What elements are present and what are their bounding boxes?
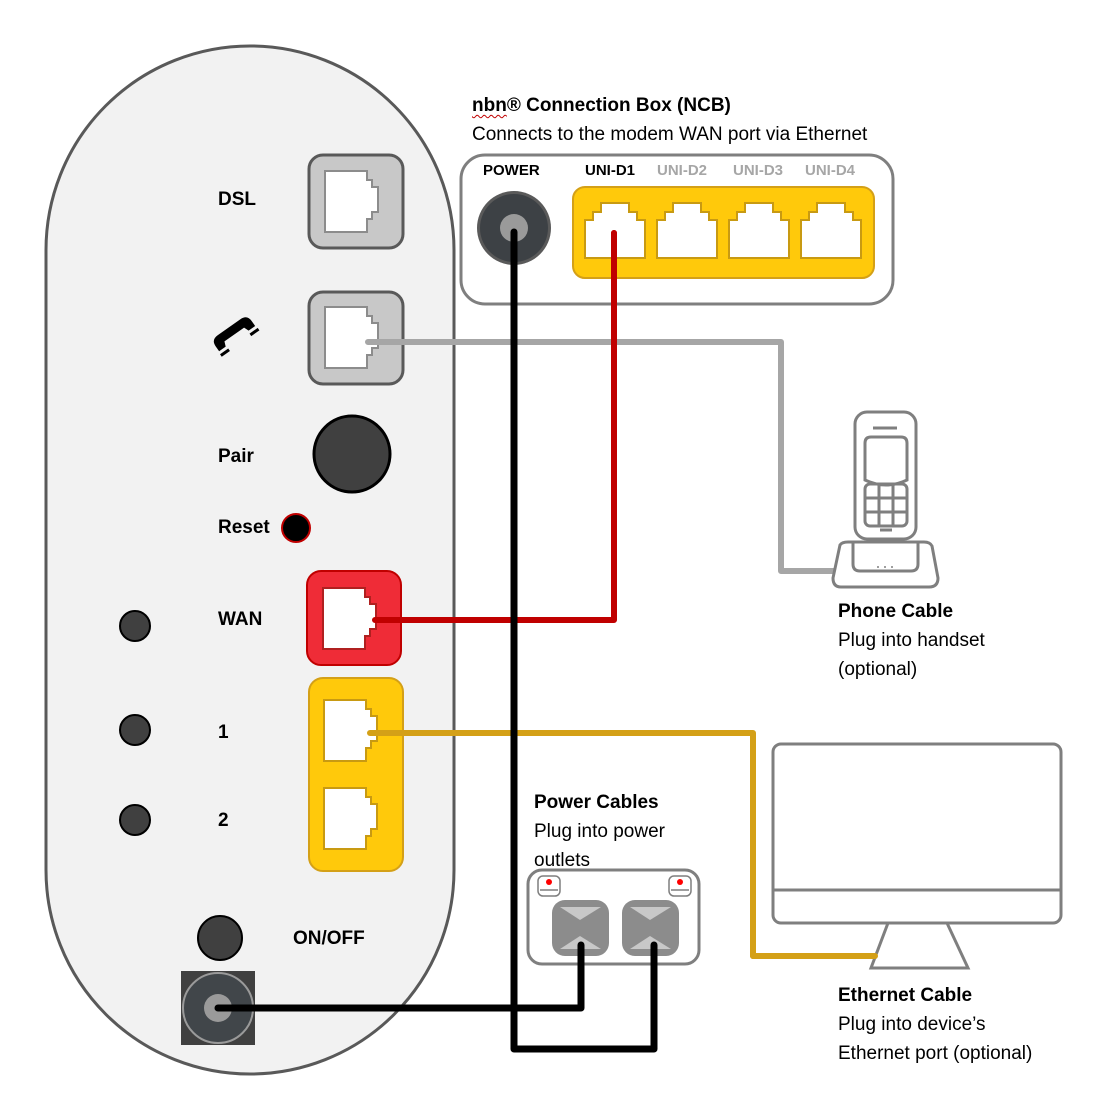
power-cables-callout: Power Cables Plug into power outlets	[534, 788, 665, 875]
wan-label: WAN	[218, 609, 263, 630]
ncb-uni-d3-port[interactable]	[728, 202, 790, 259]
phone-port[interactable]	[307, 290, 405, 386]
phone-cable-title: Phone Cable	[838, 601, 954, 622]
ncb-uni-d2-port[interactable]	[656, 202, 718, 259]
cordless-handset-icon	[831, 410, 940, 589]
ncb-uni-ports	[572, 186, 875, 279]
dsl-port[interactable]	[307, 153, 405, 250]
wan-led	[119, 610, 151, 642]
ethernet-cable-line2: Ethernet port (optional)	[838, 1043, 1033, 1064]
phone-cable-line2: (optional)	[838, 659, 918, 680]
ncb-title: nbn® Connection Box (NCB)	[472, 95, 731, 117]
ncb-port-label-uni-d1: UNI-D1	[585, 162, 636, 179]
power-cables-line1: Plug into power	[534, 821, 665, 842]
lan1-label: 1	[218, 722, 229, 743]
phone-cable-callout: Phone Cable Plug into handset (optional)	[838, 597, 985, 684]
lan-ports	[308, 677, 404, 872]
ncb-port-label-uni-d2: UNI-D2	[657, 162, 708, 179]
ncb-title-rest: ® Connection Box (NCB)	[506, 95, 731, 116]
ncb-uni-d4-port[interactable]	[800, 202, 862, 259]
ethernet-cable-title: Ethernet Cable	[838, 985, 973, 1006]
phone-handset-icon	[213, 317, 260, 357]
ethernet-cable-line1: Plug into device’s	[838, 1014, 986, 1035]
on-off-button[interactable]	[197, 915, 243, 961]
switch-right[interactable]	[668, 875, 692, 897]
ncb-port-label-uni-d3: UNI-D3	[733, 162, 784, 179]
phone-cable	[365, 339, 838, 574]
dsl-label: DSL	[218, 189, 256, 210]
ncb-brand: nbn	[472, 95, 507, 116]
on-off-label: ON/OFF	[293, 928, 365, 949]
wan-cable	[372, 230, 617, 623]
pair-label: Pair	[218, 446, 254, 467]
power-cables-title: Power Cables	[534, 792, 659, 813]
phone-cable-line1: Plug into handset	[838, 630, 985, 651]
reset-button[interactable]	[281, 513, 311, 543]
ncb-power-cable	[510, 228, 658, 1053]
pair-button[interactable]	[312, 414, 392, 494]
ncb-port-label-power: POWER	[483, 162, 540, 179]
computer-monitor-icon	[771, 742, 1063, 970]
switch-left[interactable]	[537, 875, 561, 897]
ncb-power-jack[interactable]	[477, 191, 551, 265]
lan1-led	[119, 714, 151, 746]
ethernet-cable-callout: Ethernet Cable Plug into device’s Ethern…	[838, 981, 1032, 1068]
power-cables-line2: outlets	[534, 850, 590, 871]
ncb-subtitle: Connects to the modem WAN port via Ether…	[472, 124, 868, 145]
lan-port-2[interactable]	[323, 787, 378, 850]
socket-right[interactable]	[622, 900, 679, 956]
lan2-led	[119, 804, 151, 836]
lan-port-1[interactable]	[323, 699, 378, 762]
power-outlet	[526, 868, 701, 966]
ncb-port-label-uni-d4: UNI-D4	[805, 162, 856, 179]
reset-label: Reset	[218, 517, 270, 538]
lan2-label: 2	[218, 810, 229, 831]
